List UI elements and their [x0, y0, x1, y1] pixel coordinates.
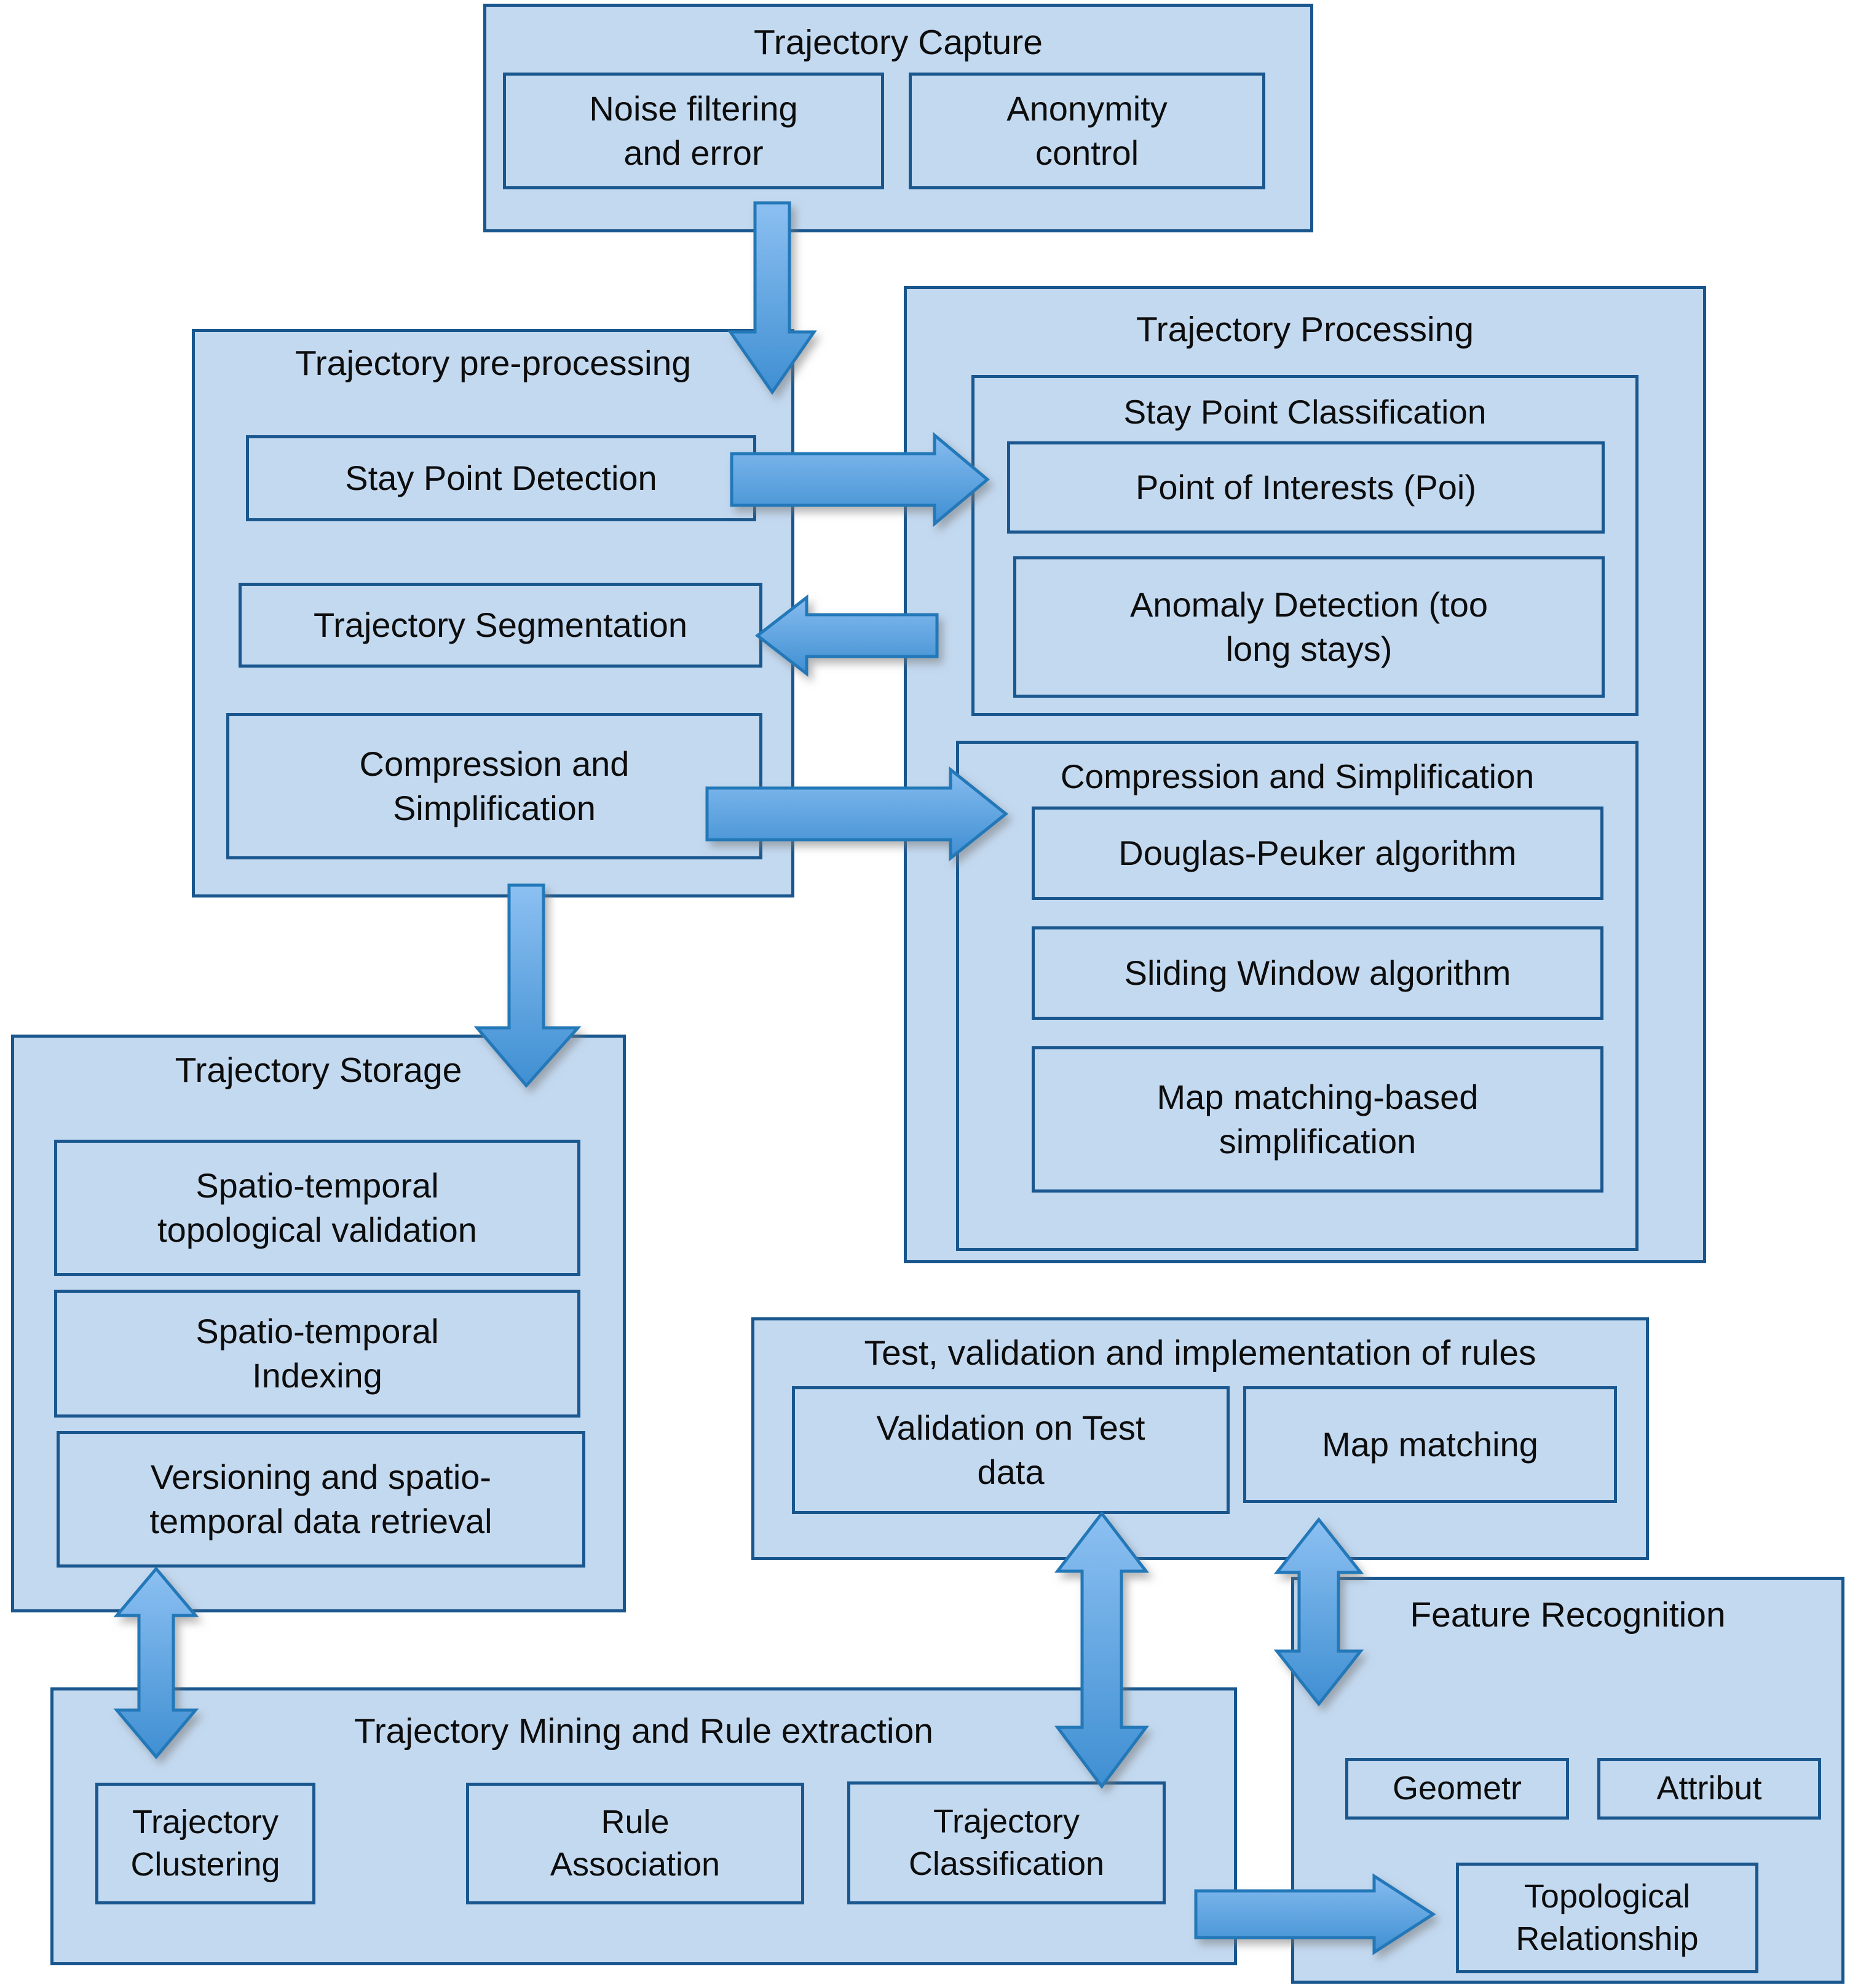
box-topological-relationship[interactable]: Topological Relationship [1456, 1863, 1758, 1973]
trajectory-processing-title: Trajectory Processing [1136, 310, 1474, 349]
trajectory-pre-processing-title: Trajectory pre-processing [294, 344, 692, 383]
feature-recognition-title: Feature Recognition [1410, 1595, 1726, 1635]
box-label: Trajectory Clustering [130, 1803, 280, 1883]
box-map-matching[interactable]: Map matching [1243, 1386, 1617, 1503]
arrow-preprocessing-to-storage [473, 883, 590, 1088]
box-rule-association[interactable]: Rule Association [466, 1783, 804, 1904]
test-validation-rules-title: Test, validation and implementation of r… [864, 1333, 1536, 1373]
box-label: Noise filtering and error [589, 89, 798, 172]
box-label: Trajectory Segmentation [314, 605, 687, 645]
box-label: Map matching-based simplification [1156, 1078, 1479, 1161]
box-label: Validation on Test data [876, 1408, 1145, 1491]
box-label: Map matching [1322, 1425, 1538, 1464]
box-attribut[interactable]: Attribut [1597, 1758, 1821, 1820]
box-spatio-temporal-topological-validation[interactable]: Spatio-temporal topological validation [54, 1140, 580, 1276]
arrow-stay-point-detection-to-classification [730, 432, 990, 527]
box-versioning-and-spatio-temporal-data-retrieval[interactable]: Versioning and spatio- temporal data ret… [57, 1431, 585, 1568]
trajectory-storage-title: Trajectory Storage [175, 1051, 462, 1090]
box-point-of-interests-poi[interactable]: Point of Interests (Poi) [1007, 441, 1605, 534]
box-sliding-window-algorithm[interactable]: Sliding Window algorithm [1032, 926, 1603, 1020]
box-label: Spatio-temporal topological validation [157, 1166, 477, 1249]
box-label: Trajectory Classification [908, 1802, 1105, 1882]
box-validation-on-test-data[interactable]: Validation on Test data [792, 1386, 1230, 1514]
box-label: Douglas-Peuker algorithm [1118, 834, 1517, 873]
box-label: Stay Point Detection [345, 459, 657, 498]
box-spatio-temporal-indexing[interactable]: Spatio-temporal Indexing [54, 1290, 580, 1418]
box-label: Sliding Window algorithm [1124, 953, 1511, 993]
box-label: Point of Interests (Poi) [1135, 468, 1476, 507]
box-label: Topological Relationship [1516, 1877, 1699, 1957]
box-label: Spatio-temporal Indexing [196, 1312, 439, 1395]
box-map-matching-based-simplification[interactable]: Map matching-based simplification [1032, 1046, 1603, 1193]
box-label: Anonymity control [1006, 89, 1168, 172]
box-geometr[interactable]: Geometr [1345, 1758, 1569, 1820]
arrow-storage-to-mining [105, 1566, 209, 1759]
box-anonymity-control[interactable]: Anonymity control [909, 73, 1265, 189]
arrow-capture-to-preprocessing [727, 201, 817, 395]
arrow-mining-to-test-validation [1044, 1510, 1161, 1789]
box-trajectory-classification[interactable]: Trajectory Classification [847, 1781, 1166, 1904]
box-douglas-peuker-algorithm[interactable]: Douglas-Peuker algorithm [1032, 807, 1603, 900]
box-trajectory-clustering[interactable]: Trajectory Clustering [95, 1783, 315, 1904]
box-label: Anomaly Detection (too long stays) [1129, 585, 1488, 668]
arrow-test-validation-to-feature-recognition [1263, 1517, 1374, 1709]
box-stay-point-detection[interactable]: Stay Point Detection [246, 435, 756, 521]
box-label: Compression and Simplification [359, 744, 630, 827]
box-anomaly-detection-too-long-stays[interactable]: Anomaly Detection (too long stays) [1013, 556, 1605, 698]
arrow-classification-to-topological-relationship [1194, 1873, 1442, 1955]
box-label: Attribut [1656, 1770, 1762, 1807]
arrow-compression-to-compression-simplification [705, 766, 1009, 862]
compression-and-simplification-title: Compression and Simplification [1060, 757, 1535, 795]
box-trajectory-segmentation[interactable]: Trajectory Segmentation [239, 583, 762, 668]
box-compression-and-simplification-pre[interactable]: Compression and Simplification [226, 713, 762, 859]
box-label: Rule Association [550, 1803, 721, 1883]
trajectory-mining-rule-extraction-title: Trajectory Mining and Rule extraction [354, 1711, 933, 1751]
box-label: Geometr [1392, 1770, 1522, 1807]
arrow-classification-to-trajectory-segmentation [754, 594, 939, 677]
box-noise-filtering-and-error[interactable]: Noise filtering and error [503, 73, 884, 189]
box-label: Versioning and spatio- temporal data ret… [149, 1457, 492, 1540]
trajectory-capture-title: Trajectory Capture [754, 23, 1043, 62]
stay-point-classification-title: Stay Point Classification [1123, 393, 1487, 431]
